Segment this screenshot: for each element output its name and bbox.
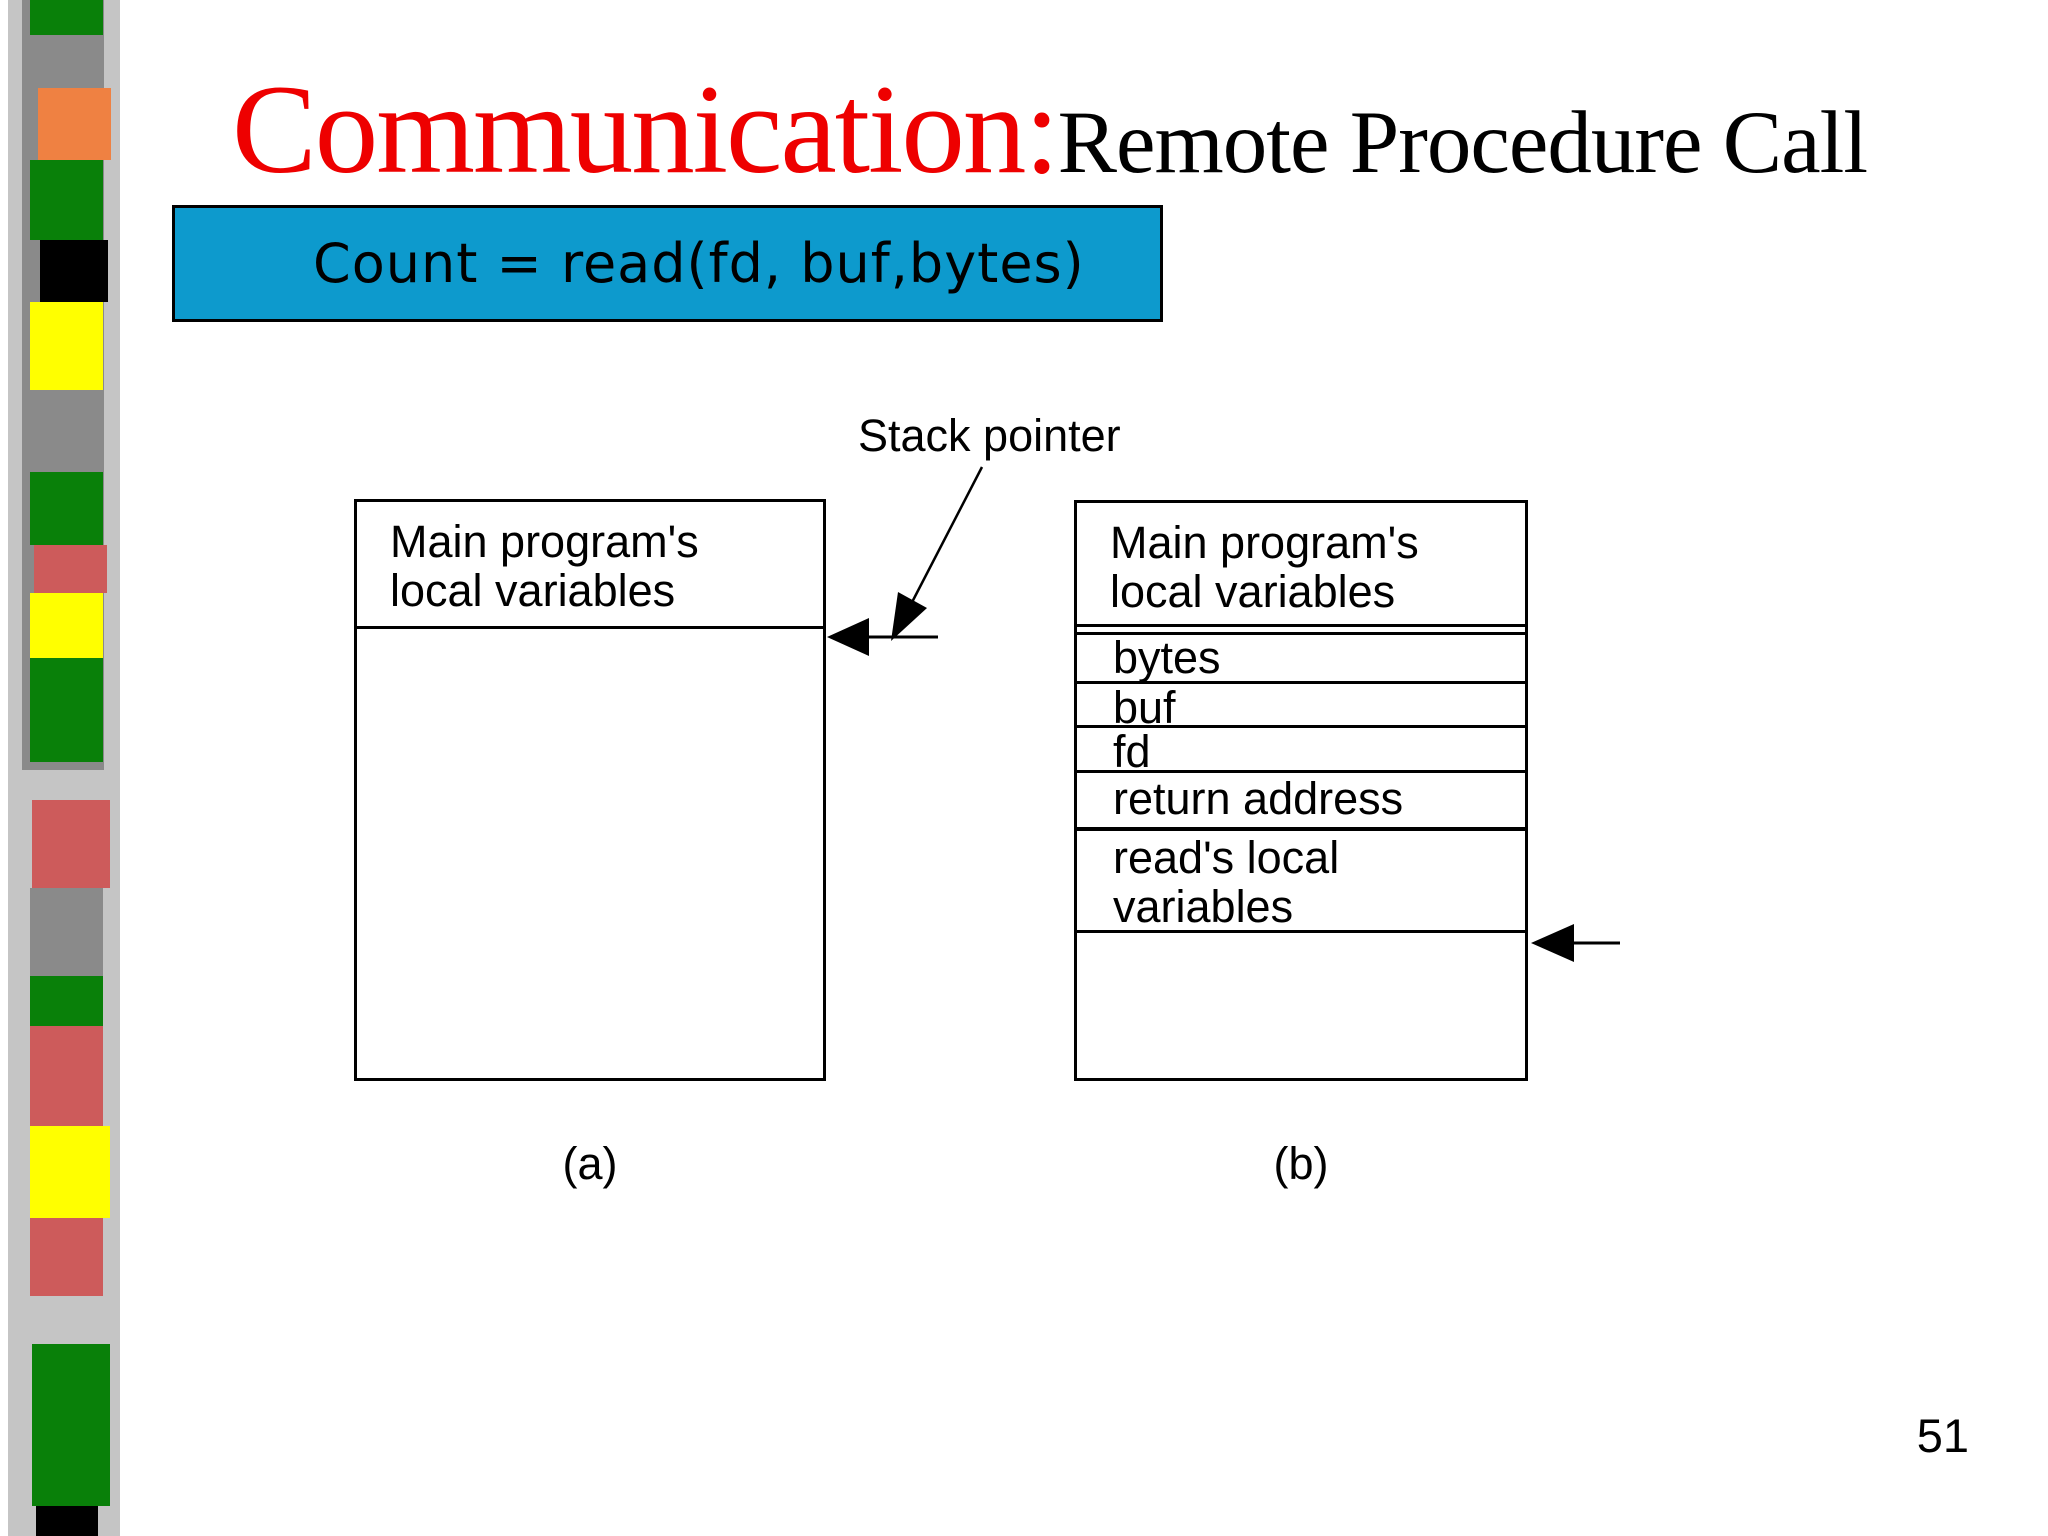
box-a-header: Main program's local variables — [390, 516, 699, 616]
strip-block — [40, 240, 108, 302]
strip-block — [30, 1218, 103, 1296]
strip-block — [30, 658, 103, 762]
strip-block — [34, 545, 107, 593]
title-communication: Communication: — [232, 60, 1060, 200]
box-b-divider-stack-pointer — [1077, 930, 1525, 933]
strip-block — [30, 160, 103, 240]
stack-box-a: Main program's local variables — [354, 499, 826, 1081]
strip-block — [30, 302, 103, 390]
code-box: Count = read(fd, buf,bytes) — [172, 205, 1163, 322]
box-b-row-reads-local-variables: read's local variables — [1113, 832, 1340, 932]
strip-block — [30, 0, 103, 35]
box-b-divider-return-address — [1077, 827, 1525, 831]
box-b-divider-bytes — [1077, 681, 1525, 684]
caption-a: (a) — [562, 1138, 618, 1189]
slide-title: Communication:Remote Procedure Call — [232, 58, 1868, 203]
box-b-divider-main — [1077, 624, 1525, 627]
strip-block — [36, 1506, 98, 1536]
box-b-divider-params-top — [1077, 632, 1525, 635]
stack-pointer-label: Stack pointer — [858, 410, 1121, 461]
decorative-strip — [8, 0, 120, 1536]
stack-pointer-arrow-b-icon — [1531, 924, 1620, 962]
box-a-divider — [357, 626, 823, 629]
title-remote-procedure-call: Remote Procedure Call — [1057, 94, 1868, 192]
strip-block — [32, 800, 110, 888]
code-text: Count = read(fd, buf,bytes) — [313, 232, 1085, 295]
caption-b: (b) — [1273, 1138, 1329, 1189]
strip-block — [38, 88, 111, 160]
box-b-divider-fd — [1077, 770, 1525, 773]
box-b-row-bytes: bytes — [1113, 632, 1221, 683]
box-b-header: Main program's local variables — [1110, 517, 1419, 617]
strip-block — [30, 593, 103, 658]
box-b-row-buf: buf — [1113, 682, 1176, 733]
stack-pointer-leader-arrow-icon — [891, 466, 984, 641]
strip-block — [32, 1344, 110, 1506]
stack-pointer-arrow-a-icon — [827, 618, 938, 656]
strip-block — [30, 976, 103, 1026]
strip-block — [30, 1126, 110, 1218]
page-number: 51 — [1916, 1409, 1969, 1462]
box-b-row-return-address: return address — [1113, 773, 1404, 824]
box-b-row-fd: fd — [1113, 726, 1151, 777]
strip-block — [30, 888, 103, 976]
stack-box-b: Main program's local variables bytes buf… — [1074, 500, 1528, 1081]
box-b-divider-buf — [1077, 725, 1525, 728]
strip-block — [30, 472, 103, 545]
strip-block — [30, 1026, 103, 1126]
